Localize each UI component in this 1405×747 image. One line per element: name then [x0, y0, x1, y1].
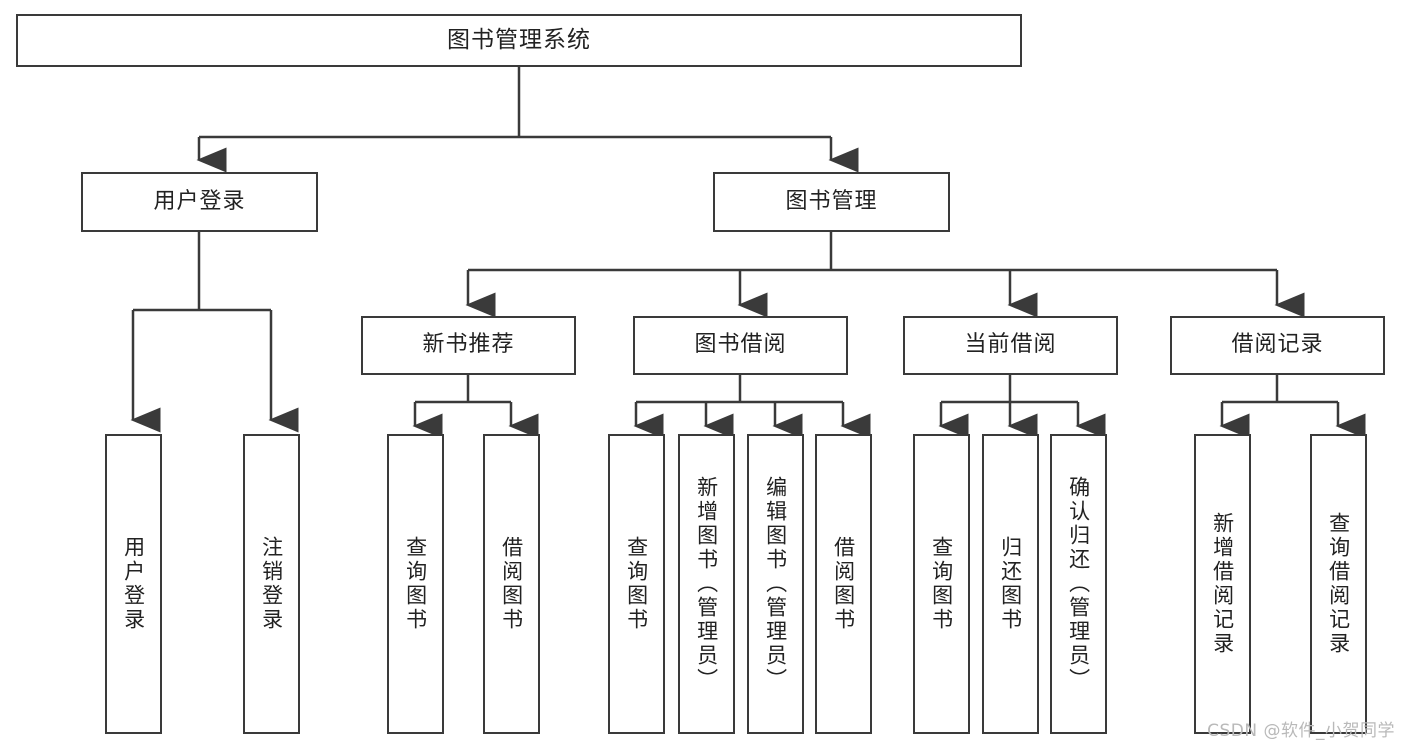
- node-book-borrow[interactable]: 图书借阅: [633, 316, 848, 375]
- csdn-watermark: CSDN @软件_小贺同学: [1207, 721, 1395, 741]
- leaf-borrow-query-book[interactable]: 查询图书: [608, 434, 665, 734]
- node-current-borrow[interactable]: 当前借阅: [903, 316, 1118, 375]
- leaf-new-book-query[interactable]: 查询图书: [387, 434, 444, 734]
- leaf-borrow-edit-book-admin[interactable]: 编辑图书（管理员）: [747, 434, 804, 734]
- node-borrow-records[interactable]: 借阅记录: [1170, 316, 1385, 375]
- node-book-management[interactable]: 图书管理: [713, 172, 950, 232]
- node-user-login[interactable]: 用户登录: [81, 172, 318, 232]
- leaf-current-return-book[interactable]: 归还图书: [982, 434, 1039, 734]
- node-root-system[interactable]: 图书管理系统: [16, 14, 1022, 67]
- leaf-borrow-borrow-book[interactable]: 借阅图书: [815, 434, 872, 734]
- leaf-current-query-book[interactable]: 查询图书: [913, 434, 970, 734]
- leaf-new-book-borrow[interactable]: 借阅图书: [483, 434, 540, 734]
- leaf-records-add-record[interactable]: 新增借阅记录: [1194, 434, 1251, 734]
- leaf-user-login-login[interactable]: 用户登录: [105, 434, 162, 734]
- leaf-current-confirm-return-admin[interactable]: 确认归还（管理员）: [1050, 434, 1107, 734]
- leaf-user-login-logout[interactable]: 注销登录: [243, 434, 300, 734]
- leaf-borrow-add-book-admin[interactable]: 新增图书（管理员）: [678, 434, 735, 734]
- leaf-records-query-record[interactable]: 查询借阅记录: [1310, 434, 1367, 734]
- node-new-book-recommend[interactable]: 新书推荐: [361, 316, 576, 375]
